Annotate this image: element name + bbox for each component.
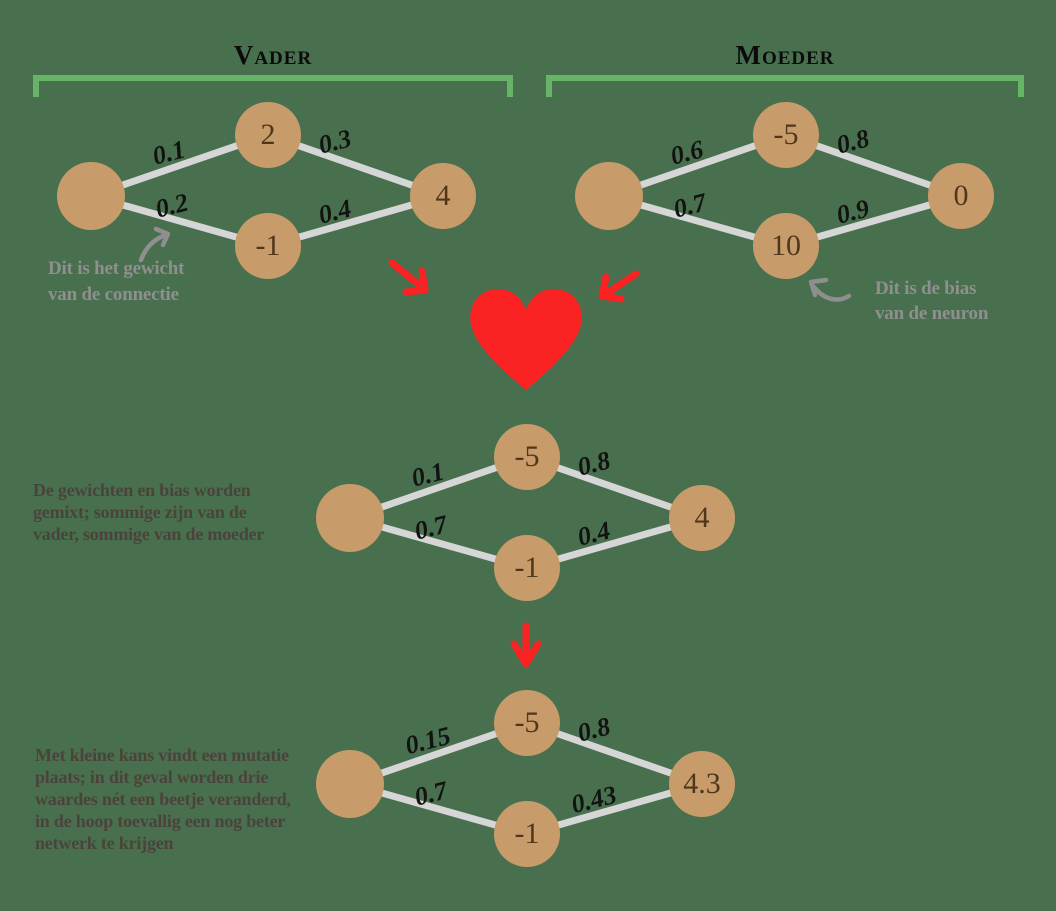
arrow-shaft [603, 270, 640, 297]
input-node [57, 162, 125, 230]
output-node: 4 [410, 163, 476, 229]
red-arrow-left-icon [388, 259, 429, 296]
output-node: 4.3 [669, 751, 735, 817]
red-arrow-right-icon [598, 270, 640, 303]
weight-pointer-arrow-icon [138, 226, 171, 263]
hidden-bottom-node: -1 [494, 535, 560, 601]
input-node [575, 162, 643, 230]
hidden-bottom-node: -1 [494, 801, 560, 867]
note-line: waardes nét een beetje veranderd, [35, 789, 291, 809]
note-line: van de neuron [875, 303, 989, 324]
hidden-top-node: 2 [235, 102, 301, 168]
arrow-head [510, 640, 542, 668]
node-value: 4 [694, 501, 710, 534]
note-line: van de connectie [48, 284, 179, 305]
node-value: -1 [514, 817, 540, 850]
hidden-bottom-node: -1 [235, 213, 301, 279]
node-value: 4.3 [683, 767, 721, 800]
child-network: -5 -1 4 0.1 0.7 0.8 0.4 [316, 424, 736, 604]
input-node [316, 484, 384, 552]
note-line: Met kleine kans vindt een mutatie [35, 745, 289, 765]
vader-bracket [33, 75, 513, 97]
mutation-note: Met kleine kans vindt een mutatie plaats… [35, 744, 291, 854]
node-value: -1 [255, 229, 281, 262]
note-line: Dit is het gewicht [48, 258, 185, 279]
arrow-head [402, 267, 429, 296]
note-line: plaats; in dit geval worden drie [35, 767, 269, 787]
node-value: -5 [773, 118, 799, 151]
vader-network: 2 -1 4 0.1 0.2 0.3 0.4 [57, 102, 477, 282]
node-value: 10 [771, 229, 801, 262]
output-node: 0 [928, 163, 994, 229]
arrow-shaft [811, 284, 852, 302]
moeder-network: -5 10 0 0.6 0.7 0.8 0.9 [575, 102, 995, 282]
node-value: -5 [514, 706, 540, 739]
hidden-bottom-node: 10 [753, 213, 819, 279]
note-line: Dit is de bias [875, 278, 977, 299]
output-node: 4 [669, 485, 735, 551]
note-line: in de hoop toevallig een nog beter [35, 811, 286, 831]
node-value: 2 [260, 118, 276, 151]
note-line: De gewichten en bias worden [33, 480, 251, 500]
vader-title: Vader [233, 40, 313, 70]
node-value: 4 [435, 179, 451, 212]
input-node [316, 750, 384, 818]
bias-pointer-arrow-icon [808, 277, 852, 302]
heart-shape [470, 289, 582, 390]
mix-note: De gewichten en bias worden gemixt; somm… [33, 479, 264, 545]
node-value: 0 [953, 179, 969, 212]
weight-note: Dit is het gewicht van de connectie [48, 256, 184, 308]
note-line: netwerk te krijgen [35, 833, 174, 853]
hidden-top-node: -5 [494, 424, 560, 490]
arrow-shaft [388, 259, 422, 288]
arrow-shaft [138, 232, 169, 263]
mutated-network: -5 -1 4.3 0.15 0.7 0.8 0.43 [316, 690, 736, 870]
note-line: gemixt; sommige zijn van de [33, 502, 247, 522]
moeder-title: Moeder [735, 40, 835, 70]
moeder-bracket [546, 75, 1024, 97]
arrow-head [808, 277, 829, 298]
node-value: -1 [514, 551, 540, 584]
note-line: vader, sommige van de moeder [33, 524, 265, 544]
arrow-head [598, 273, 625, 303]
hidden-top-node: -5 [494, 690, 560, 756]
hidden-top-node: -5 [753, 102, 819, 168]
red-arrow-down-icon [510, 622, 542, 668]
node-value: -5 [514, 440, 540, 473]
heart-icon [470, 289, 582, 390]
bias-note: Dit is de bias van de neuron [875, 276, 988, 326]
arrow-head [153, 226, 171, 248]
